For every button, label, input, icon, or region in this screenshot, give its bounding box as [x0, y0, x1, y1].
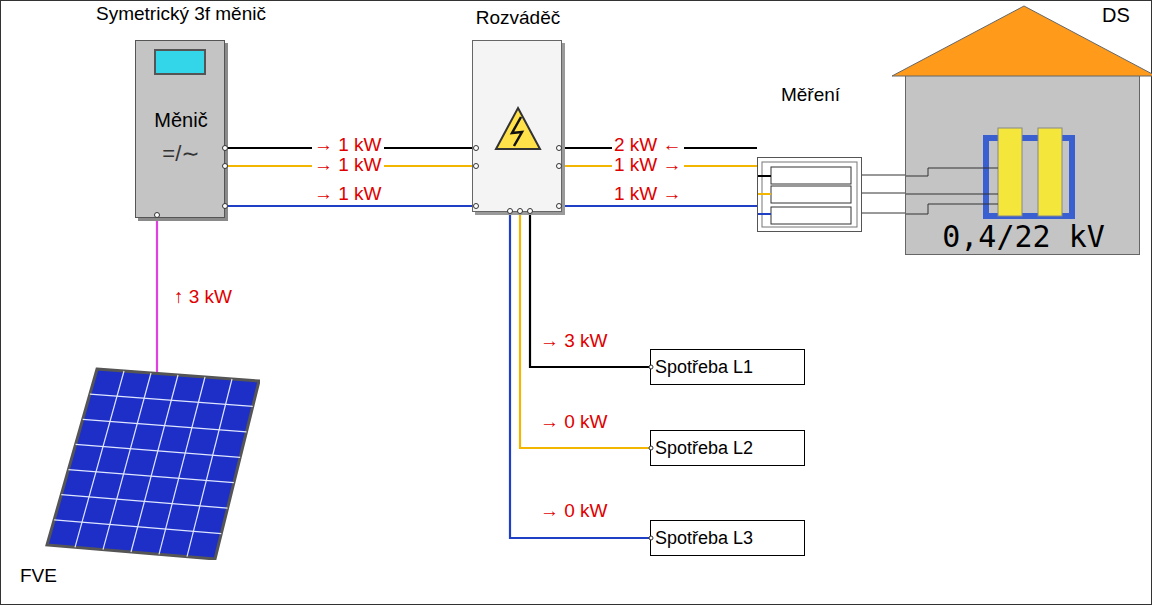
terminal — [155, 213, 160, 218]
load-box: Spotřeba L3 — [650, 520, 805, 556]
converter-symbol: =/∼ — [136, 141, 226, 167]
power-wire — [520, 212, 650, 448]
power-label: → 0 kW — [538, 411, 610, 433]
solar-panel — [45, 365, 260, 560]
load-label: Spotřeba L2 — [655, 438, 753, 459]
meter-box: Měření — [757, 157, 862, 232]
load-box: Spotřeba L1 — [650, 349, 805, 385]
terminal — [649, 365, 653, 369]
device-label: Měnič — [136, 109, 226, 132]
terminal — [518, 209, 523, 214]
terminal — [223, 146, 228, 151]
terminal — [557, 204, 562, 209]
terminal — [557, 146, 562, 151]
terminal — [649, 446, 653, 450]
substation-house: DS0,4/22 kV — [905, 75, 1140, 255]
load-label: Spotřeba L1 — [655, 357, 753, 378]
power-label: → 1 kW — [312, 134, 384, 156]
meter-elements — [758, 158, 863, 233]
terminal — [528, 209, 533, 214]
terminal — [649, 536, 653, 540]
terminal — [474, 204, 479, 209]
device-title: DS — [1086, 4, 1146, 27]
power-wire — [862, 175, 905, 176]
power-wire — [562, 205, 757, 207]
device-title: Symetrický 3f měnič — [16, 3, 346, 25]
power-wire — [510, 212, 650, 538]
terminal — [508, 209, 513, 214]
power-wire — [156, 218, 158, 374]
terminal — [223, 164, 228, 169]
power-wire — [530, 212, 650, 367]
terminal — [474, 146, 479, 151]
terminal — [223, 204, 228, 209]
power-wire — [225, 205, 472, 207]
load-label: Spotřeba L3 — [655, 528, 753, 549]
power-label: → 0 kW — [538, 500, 610, 522]
terminal — [557, 164, 562, 169]
device-title: Měření — [748, 84, 873, 106]
panel-label: FVE — [20, 565, 57, 587]
device-title: Rozváděč — [413, 7, 623, 29]
power-wire — [862, 213, 905, 214]
power-label: → 1 kW — [312, 183, 384, 205]
transformer-symbol — [906, 76, 1141, 226]
switchboard-box: Rozváděč — [472, 40, 562, 212]
power-label: 1 kW → — [612, 183, 684, 205]
voltage-label: 0,4/22 kV — [906, 219, 1141, 254]
power-label: 2 kW ← — [612, 134, 684, 156]
power-wire — [862, 193, 905, 194]
lightning-symbol — [493, 105, 543, 153]
power-label: → 1 kW — [312, 154, 384, 176]
power-label: → 3 kW — [538, 330, 610, 352]
load-box: Spotřeba L2 — [650, 430, 805, 466]
inverter-box: Symetrický 3f měničMěnič=/∼ — [135, 40, 225, 218]
power-label: ↑ 3 kW — [172, 286, 234, 308]
terminal — [474, 164, 479, 169]
display-screen — [154, 49, 206, 75]
pv-panel: FVE — [45, 365, 260, 560]
power-label: 1 kW → — [612, 154, 684, 176]
